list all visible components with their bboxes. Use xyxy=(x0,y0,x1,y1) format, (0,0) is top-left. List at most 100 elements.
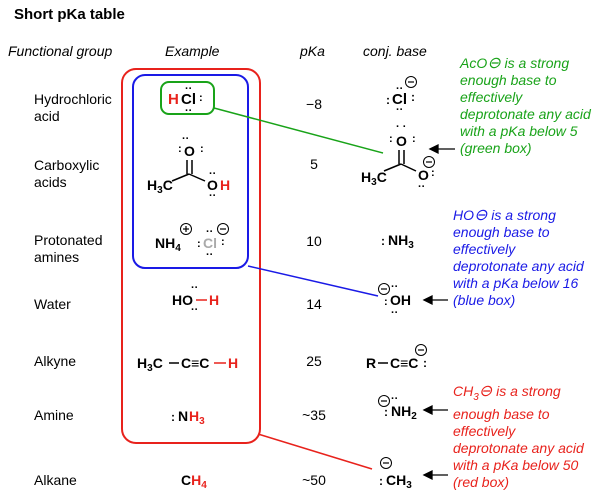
svg-text::: : xyxy=(221,236,225,248)
svg-text:O: O xyxy=(207,177,218,193)
svg-text::: : xyxy=(178,143,182,155)
svg-text:R: R xyxy=(366,355,376,371)
svg-text:··: ·· xyxy=(396,83,403,95)
svg-text::: : xyxy=(197,238,201,250)
svg-text:H3C: H3C xyxy=(147,177,173,196)
svg-text::: : xyxy=(411,90,415,104)
svg-text:H: H xyxy=(220,177,230,193)
table-title: Short pKa table xyxy=(14,6,125,23)
header-pka: pKa xyxy=(300,43,325,59)
svg-text:O: O xyxy=(396,133,407,149)
svg-text:··: ·· xyxy=(191,304,198,316)
svg-text:C≡C: C≡C xyxy=(181,355,209,371)
svg-text:··: ·· xyxy=(391,307,398,319)
arrow-amide xyxy=(422,404,448,416)
svg-text::: : xyxy=(171,410,175,424)
ammonium-chloride-structure: NH4 :Cl: ···· xyxy=(155,223,229,261)
group-alkyne: Alkyne xyxy=(34,353,77,369)
svg-text:OH: OH xyxy=(390,292,411,308)
green-box xyxy=(160,81,215,115)
svg-text:H3C: H3C xyxy=(361,169,387,188)
methyl-anion-structure: :CH3 xyxy=(379,457,412,491)
note-red: CH3⊖ is a strong enough base to effectiv… xyxy=(453,383,584,490)
header-conjugate-base: conj. base xyxy=(363,43,427,59)
svg-text:O: O xyxy=(184,143,195,159)
pka-alkane: ~50 xyxy=(302,472,326,488)
group-alkane: Alkane xyxy=(34,472,77,488)
svg-text:··: ·· xyxy=(206,249,213,261)
svg-text::: : xyxy=(199,92,203,104)
acetate-structure: · · :: O H3C O: ·· xyxy=(361,121,435,193)
svg-text:H3: H3 xyxy=(189,408,205,427)
svg-text:Cl: Cl xyxy=(181,91,196,108)
note-green: AcO⊖ is a strong enough base to effectiv… xyxy=(460,55,591,156)
svg-text:H: H xyxy=(228,355,238,371)
pka-amine: ~35 xyxy=(302,407,326,423)
svg-text::: : xyxy=(384,405,388,419)
blue-box xyxy=(132,74,249,269)
svg-text::: : xyxy=(200,143,204,155)
group-amine: Amine xyxy=(34,407,74,423)
svg-text:··: ·· xyxy=(185,83,192,95)
pka-alkyne: 25 xyxy=(306,353,322,369)
green-connector xyxy=(213,107,384,154)
header-example: Example xyxy=(165,43,220,59)
svg-text::: : xyxy=(431,167,435,179)
group-water: Water xyxy=(34,296,71,312)
pka-protonated-amine: 10 xyxy=(306,233,322,249)
acetylide-structure: R C≡C: xyxy=(366,344,427,371)
svg-text:··: ·· xyxy=(209,168,216,180)
pka-hydrochloric-acid: −8 xyxy=(306,96,322,112)
header-functional-group: Functional group xyxy=(8,43,113,59)
arrow-blue xyxy=(422,294,448,306)
alkyne-structure: H3C C≡C H xyxy=(137,355,238,374)
svg-text:CH4: CH4 xyxy=(181,472,207,491)
alkane-structure: CH4 xyxy=(181,472,207,491)
svg-text:··: ·· xyxy=(391,393,398,405)
svg-text:··: ·· xyxy=(418,181,425,193)
svg-text:H: H xyxy=(209,292,219,308)
pka-carboxylic-acid: 5 xyxy=(310,156,318,172)
red-connector xyxy=(257,433,373,470)
amide-structure: ·· :NH2 xyxy=(378,393,417,422)
svg-text:NH3: NH3 xyxy=(388,232,414,251)
svg-text:··: ·· xyxy=(182,133,189,145)
hydroxide-structure: ·· :OH ·· xyxy=(378,281,411,319)
red-box xyxy=(121,68,261,444)
svg-text:··: ·· xyxy=(209,190,216,202)
svg-text:· ·: · · xyxy=(396,121,406,133)
svg-text::: : xyxy=(412,133,416,145)
water-structure: HO·· ·· H xyxy=(172,282,219,316)
svg-text:H3C: H3C xyxy=(137,355,163,374)
svg-text::: : xyxy=(384,296,388,308)
svg-text:C≡C: C≡C xyxy=(390,355,418,371)
svg-text:··: ·· xyxy=(391,281,398,293)
svg-text:HO: HO xyxy=(172,292,193,308)
svg-text:··: ·· xyxy=(185,105,192,117)
svg-text:··: ·· xyxy=(396,104,403,116)
svg-text::: : xyxy=(389,133,393,145)
note-blue: HO⊖ is a strong enough base to effective… xyxy=(453,207,584,308)
svg-text::: : xyxy=(381,234,385,248)
svg-text:Cl: Cl xyxy=(392,91,407,108)
svg-text:N: N xyxy=(178,408,188,424)
ammonia-structure: :NH3 xyxy=(381,232,414,251)
svg-text::: : xyxy=(379,474,383,488)
blue-connector xyxy=(247,265,379,297)
svg-text:··: ·· xyxy=(206,226,213,238)
svg-text:O: O xyxy=(418,167,429,183)
svg-text:··: ·· xyxy=(191,282,198,294)
svg-text::: : xyxy=(386,93,390,107)
svg-text::: : xyxy=(423,356,427,370)
arrow-green xyxy=(428,143,455,155)
chloride-structure: :Cl: ···· xyxy=(386,76,417,116)
svg-text:NH2: NH2 xyxy=(391,403,417,422)
arrow-red xyxy=(422,469,448,481)
pka-water: 14 xyxy=(306,296,322,312)
